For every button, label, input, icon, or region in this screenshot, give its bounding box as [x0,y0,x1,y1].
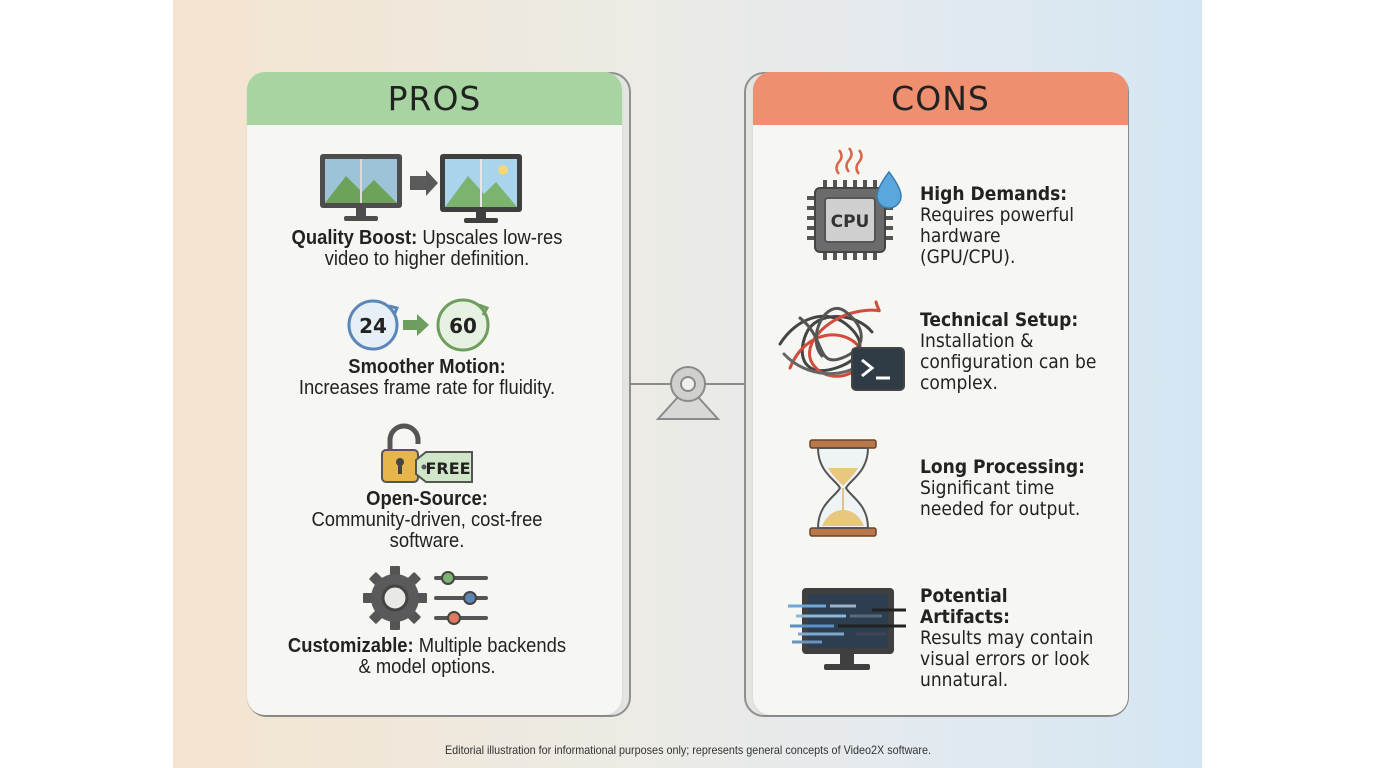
cons-item-long-processing: Long Processing: Significant time needed… [920,457,1100,520]
cons-item-technical-setup: Technical Setup: Installation & configur… [920,310,1100,394]
pros-item-title: Customizable: [287,635,414,657]
pros-item-desc: & model options. [358,656,496,678]
pros-item-desc: Community-driven, cost-free software. [311,509,543,552]
open-lock-icon: FREE [381,423,473,483]
cons-item-desc: unnatural. [920,669,1009,691]
free-tag-label: FREE [425,459,470,478]
cons-item-potential-artifacts: Potential Artifacts: Results may contain… [920,586,1100,691]
pros-item-desc: video to higher definition. [324,248,530,270]
pros-item-customizable: Customizable: Multiple backends & model … [275,636,579,678]
tangled-terminal-icon [778,300,905,391]
gear-sliders-icon [363,566,488,630]
monitor-upscale-icon [320,154,522,223]
pros-panel: PROS [247,72,622,715]
pros-item-quality-boost: Quality Boost: Upscales low-res video to… [275,228,579,270]
fps-to-label: 60 [449,314,477,338]
fps-from-label: 24 [359,314,387,338]
cons-item-desc: Installation & [920,330,1034,352]
pros-item-title: Smoother Motion: [348,356,506,378]
pros-item-title: Quality Boost: [291,227,418,249]
cons-item-desc: Results may contain [920,627,1094,649]
cons-item-desc: configuration can be [920,351,1097,373]
cons-item-desc: needed for output. [920,498,1081,520]
footer-disclaimer: Editorial illustration for informational… [444,743,932,757]
pros-item-open-source: Open-Source: Community-driven, cost-free… [275,489,579,552]
pros-item-smoother-motion: Smoother Motion: Increases frame rate fo… [275,357,579,399]
cons-item-desc: complex. [920,372,998,394]
cons-item-desc: Significant time [920,477,1055,499]
cons-item-desc: Requires powerful [920,204,1075,226]
glitch-monitor-icon [788,588,906,670]
cpu-icon: CPU [807,147,902,260]
cons-item-high-demands: High Demands: Requires powerful hardware… [920,184,1100,268]
balance-connector-icon [630,366,746,420]
cpu-chip-label: CPU [831,212,870,232]
pros-item-desc: Upscales low-res [417,227,563,249]
cons-item-title: High Demands: [920,183,1068,205]
pros-item-title: Open-Source: [366,488,488,510]
cons-header: CONS [753,72,1128,125]
pros-header: PROS [247,72,622,125]
cons-item-desc: visual errors or look [920,648,1090,670]
hourglass-icon [809,439,877,537]
cons-item-title: Technical Setup: [920,309,1079,331]
framerate-icon: 24 60 [347,298,490,352]
pros-item-desc: Multiple backends [413,635,567,657]
cons-item-title: Long Processing: [920,456,1085,478]
pros-item-desc: Increases frame rate for fluidity. [298,377,556,399]
cons-item-title: Potential Artifacts: [920,585,1011,628]
cons-item-desc: hardware (GPU/CPU). [920,225,1016,268]
